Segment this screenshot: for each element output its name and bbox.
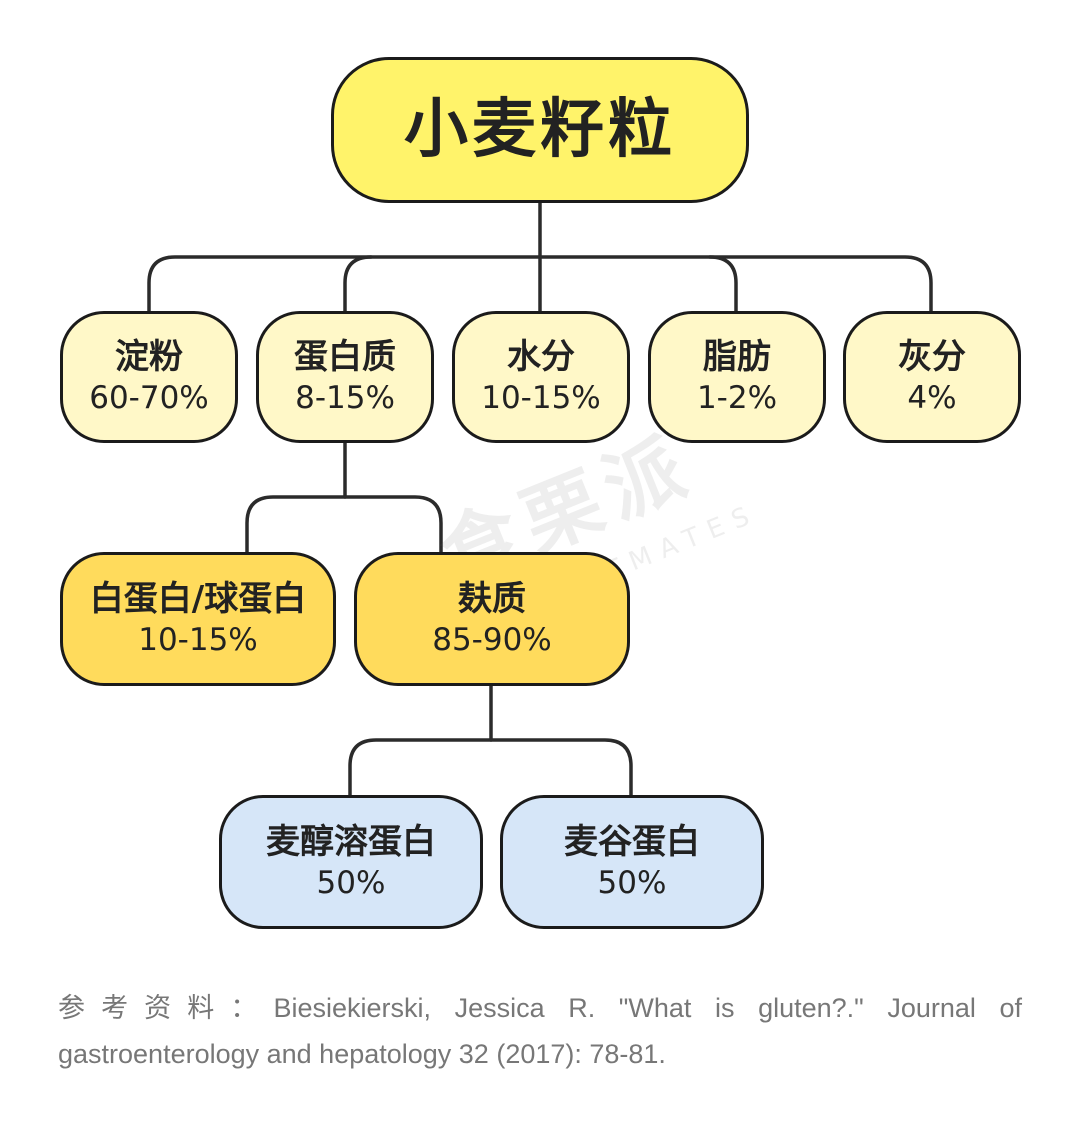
node-gliadin: 麦醇溶蛋白 50% [219,795,483,929]
node-label: 蛋白质 [294,337,396,377]
node-percent: 60-70% [89,380,209,416]
node-albumin-globulin: 白蛋白/球蛋白 10-15% [60,552,336,686]
node-label: 白蛋白/球蛋白 [89,579,307,619]
node-percent: 10-15% [481,380,601,416]
node-fat: 脂肪 1-2% [648,311,826,443]
node-label: 麸质 [458,579,526,619]
node-protein: 蛋白质 8-15% [256,311,434,443]
node-label: 淀粉 [115,337,183,377]
node-percent: 8-15% [295,380,395,416]
node-root: 小麦籽粒 [331,57,749,203]
node-percent: 50% [597,865,667,901]
node-label: 水分 [507,337,575,377]
connector-root-fat [708,255,738,313]
connector-root-protein [343,255,373,313]
node-gluten: 麸质 85-90% [354,552,630,686]
node-label: 灰分 [898,337,966,377]
node-percent: 85-90% [432,622,552,658]
node-percent: 1-2% [696,380,778,416]
node-root-label: 小麦籽粒 [404,93,676,167]
node-starch: 淀粉 60-70% [60,311,238,443]
node-glutenin: 麦谷蛋白 50% [500,795,764,929]
node-label: 麦谷蛋白 [564,822,700,862]
node-percent: 50% [316,865,386,901]
node-percent: 10-15% [138,622,258,658]
node-water: 水分 10-15% [452,311,630,443]
reference-citation: 参考资料：Biesiekierski, Jessica R. "What is … [58,993,1022,1069]
connector-gluten-bus [348,738,633,797]
node-ash: 灰分 4% [843,311,1021,443]
node-label: 脂肪 [703,337,771,377]
node-percent: 4% [907,380,957,416]
connector-root-bus [147,255,933,313]
connector-protein-bus [245,495,443,554]
node-label: 麦醇溶蛋白 [266,822,436,862]
